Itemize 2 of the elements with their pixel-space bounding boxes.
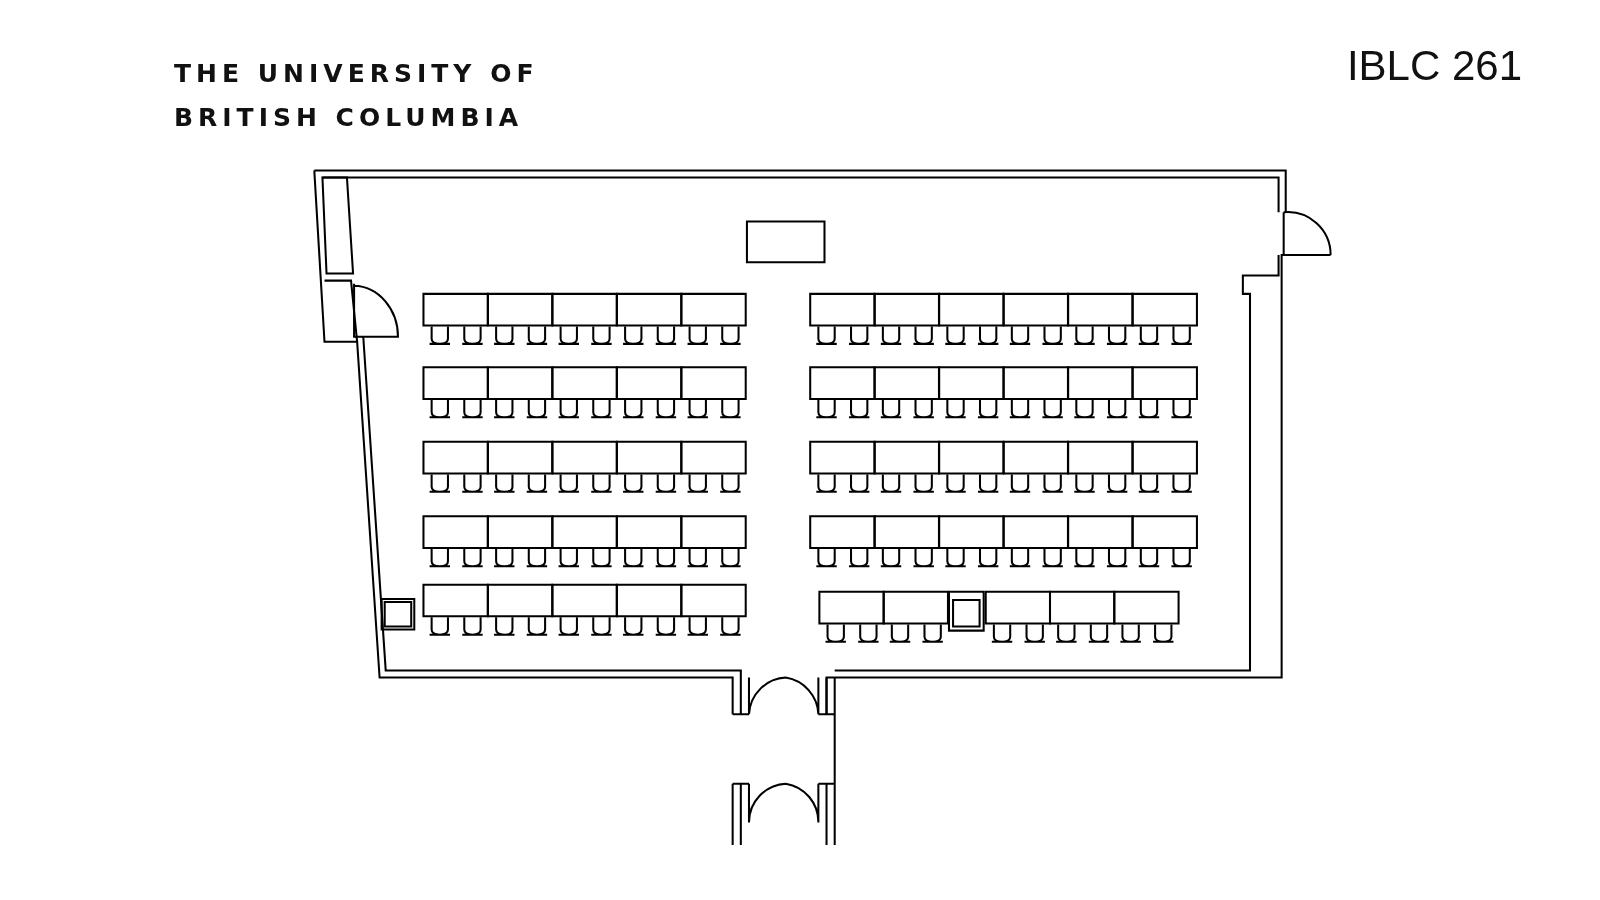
institution-name: THE UNIVERSITY OF BRITISH COLUMBIA bbox=[174, 58, 540, 134]
room-number: IBLC 261 bbox=[1346, 42, 1522, 90]
